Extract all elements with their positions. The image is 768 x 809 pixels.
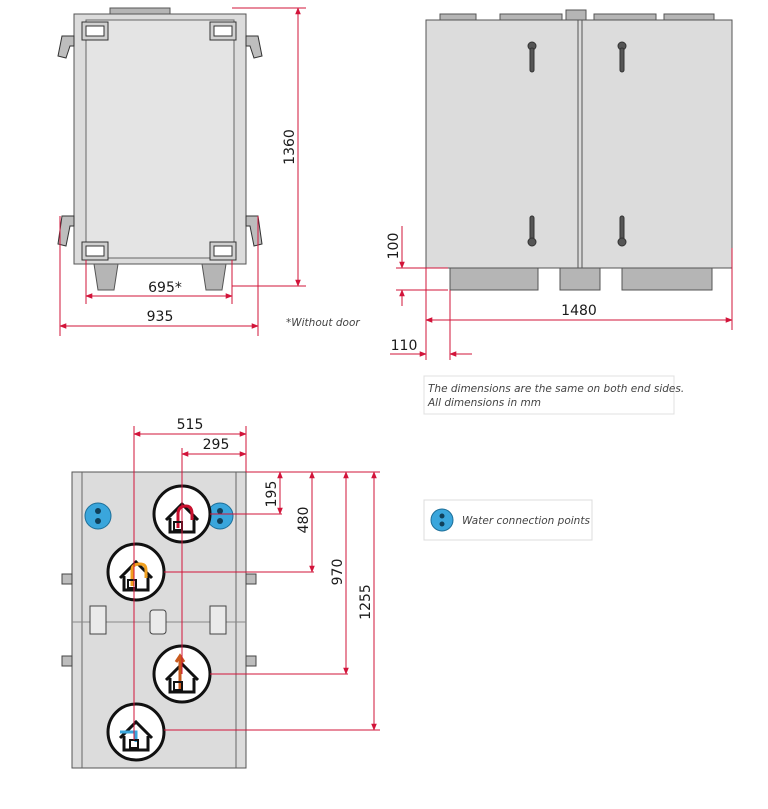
dimension-label-110: 110	[391, 338, 418, 354]
side-foot-3	[621, 267, 713, 291]
dimension-label-1480: 1480	[561, 303, 597, 319]
dimension-label-480: 480	[296, 507, 312, 534]
note-line-1: The dimensions are the same on both end …	[428, 383, 684, 395]
dimension-label-515: 515	[177, 417, 204, 433]
water-connection-icon	[430, 508, 454, 532]
dimension-label-1360: 1360	[282, 129, 298, 165]
dimensions-note-box	[423, 375, 675, 415]
dimension-label-970: 970	[330, 559, 346, 586]
dimension-label-295: 295	[203, 437, 230, 453]
house-supply-air-icon	[106, 542, 166, 602]
side-foot-1	[449, 267, 539, 291]
legend: Water connection points	[423, 499, 593, 541]
water-connection-left-icon	[84, 502, 112, 530]
dimension-label-1255: 1255	[358, 584, 374, 620]
dimension-label-695: 695*	[148, 280, 182, 296]
legend-label: Water connection points	[462, 515, 590, 527]
top-control-panels	[89, 605, 227, 635]
side-unit-body	[425, 19, 733, 269]
top-view: 515 295 195 480 970 1255	[61, 417, 380, 769]
front-foot-right	[201, 263, 227, 291]
dimension-label-195: 195	[264, 481, 280, 508]
house-outdoor-air-icon	[106, 702, 166, 762]
front-foot-left	[93, 263, 119, 291]
footnote-without-door: *Without door	[286, 317, 360, 329]
dimension-label-935: 935	[147, 309, 174, 325]
side-view: 100 1480 110 The dimensions are the same…	[386, 9, 733, 415]
dimension-label-100: 100	[386, 233, 402, 260]
front-view: 1360 695* 935 *Without door	[57, 7, 360, 336]
note-line-2: All dimensions in mm	[427, 397, 541, 409]
side-foot-2	[559, 267, 601, 291]
front-hinge-icons	[81, 21, 237, 261]
front-door-panel	[85, 19, 235, 259]
side-lock-handle-icons	[527, 41, 627, 247]
top-side-stubs	[61, 573, 257, 667]
